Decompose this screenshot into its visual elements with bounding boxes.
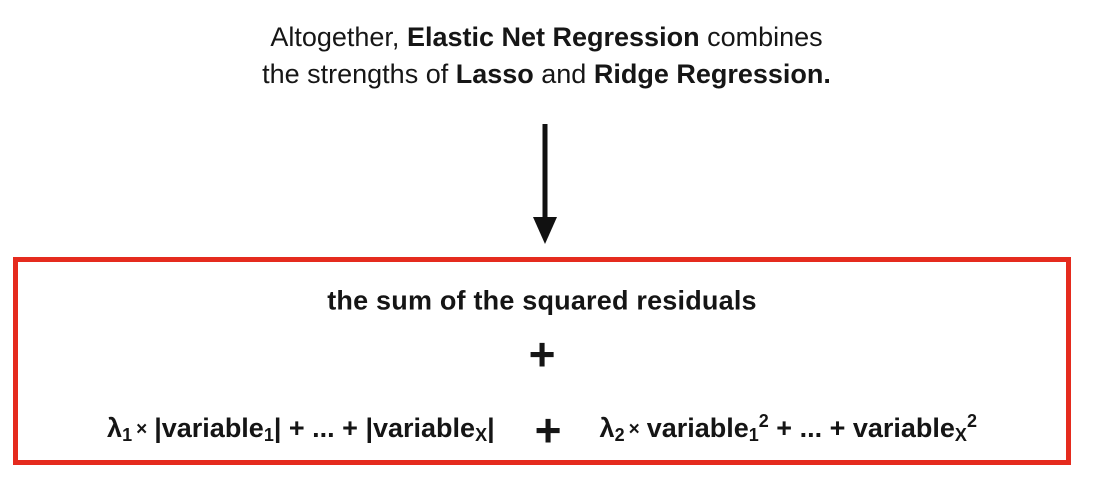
penalty-formula: λ1×|variable1| + ... + |variableX| + λ2×…: [18, 404, 1066, 456]
down-arrow-icon: [533, 124, 557, 244]
variable-subscript: 1: [748, 424, 759, 445]
variable-subscript: X: [954, 424, 967, 445]
heading-line1-bold: Elastic Net Regression: [406, 22, 700, 52]
lasso-penalty-term: λ1×|variable1| + ... + |variableX|: [107, 412, 495, 445]
multiply-icon: ×: [136, 418, 148, 440]
heading-line2-bold-ridge: Ridge Regression.: [593, 59, 831, 89]
heading-line2-mid: and: [533, 59, 594, 89]
equation-box: the sum of the squared residuals + λ1×|v…: [13, 257, 1071, 465]
lambda-symbol: λ: [107, 412, 123, 443]
heading-text: Altogether, Elastic Net Regression combi…: [0, 19, 1093, 93]
heading-line-1: Altogether, Elastic Net Regression combi…: [0, 19, 1093, 56]
heading-line-2: the strengths of Lasso and Ridge Regress…: [0, 56, 1093, 93]
ridge-term-text: + ... + variable: [768, 412, 955, 443]
heading-line1-pre: Altogether,: [270, 22, 407, 52]
variable-subscript: X: [475, 424, 488, 445]
lambda-subscript: 2: [614, 424, 625, 445]
ridge-penalty-term: λ2×variable12 + ... + variableX2: [599, 410, 977, 445]
plus-sign-middle: +: [534, 404, 562, 456]
heading-line2-pre: the strengths of: [262, 59, 456, 89]
variable-subscript: 1: [263, 424, 274, 445]
lasso-term-text: | + ... + |variable: [273, 412, 476, 443]
multiply-icon: ×: [628, 418, 640, 440]
squared-superscript: 2: [758, 410, 769, 431]
heading-line1-post: combines: [699, 22, 823, 52]
ridge-term-text: variable: [646, 412, 749, 443]
lambda-symbol: λ: [599, 412, 615, 443]
plus-sign-top: +: [528, 328, 556, 380]
lasso-term-text: |variable: [154, 412, 264, 443]
lasso-term-text: |: [487, 412, 495, 443]
ssr-label: the sum of the squared residuals: [327, 285, 757, 316]
heading-line2-bold-lasso: Lasso: [455, 59, 534, 89]
squared-superscript: 2: [966, 410, 977, 431]
lambda-subscript: 1: [122, 424, 133, 445]
